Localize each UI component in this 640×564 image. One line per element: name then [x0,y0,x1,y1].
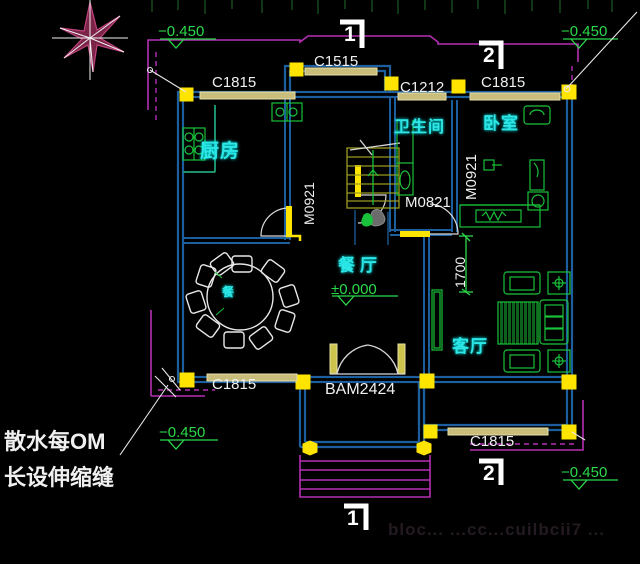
dimension-1700 [459,232,473,296]
dining-table-crosshair [214,271,225,316]
compass-rose [52,0,128,80]
structural-columns [179,62,577,456]
kitchen-fixtures [182,102,303,173]
bedroom-furniture [459,105,551,228]
plant-symbol [361,208,386,227]
top-dimension-ticks [151,0,613,14]
apron-outline [147,35,584,498]
apron-dashed [155,52,575,445]
leader-lines [119,11,638,456]
door-swings [260,165,459,241]
bathroom-fixtures [396,120,414,196]
elevation-symbols [160,38,618,490]
living-room-furniture [431,271,571,373]
entry-double-door [329,343,406,375]
window-openings [199,67,561,436]
dining-table-set [185,252,300,350]
section-markers [340,19,504,530]
staircase [346,139,401,245]
